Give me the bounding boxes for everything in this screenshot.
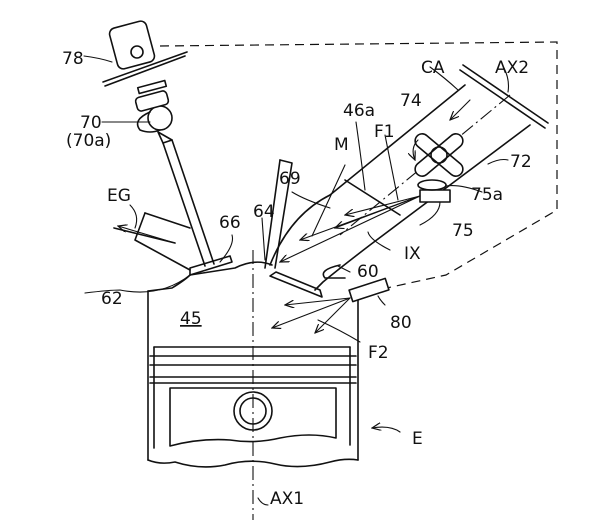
- label-62: 62: [101, 289, 123, 309]
- label-78: 78: [62, 49, 84, 69]
- label-70: 70: [80, 113, 102, 133]
- label-f1: F1: [374, 122, 395, 142]
- chamber-roof: [189, 261, 273, 276]
- label-ix: IX: [404, 244, 421, 264]
- intake-valve: [264, 159, 323, 298]
- exhaust-port: [113, 212, 191, 271]
- spark-plug: [322, 264, 346, 279]
- injector-75: [280, 179, 451, 262]
- label-64: 64: [253, 202, 275, 222]
- swirl-valve: [412, 133, 464, 177]
- label-69: 69: [279, 169, 301, 189]
- label-80: 80: [390, 313, 412, 333]
- exhaust-cam-actuator: [102, 20, 188, 144]
- label-m: M: [334, 135, 349, 155]
- piston: [149, 346, 357, 449]
- exhaust-valve: [162, 139, 234, 276]
- label-70a: (70a): [66, 131, 111, 151]
- leader-lines: [83, 55, 510, 506]
- label-ca: CA: [421, 58, 445, 78]
- label-f2: F2: [368, 343, 389, 363]
- dashed-region-outline: [159, 41, 558, 296]
- label-e: E: [412, 429, 423, 449]
- injector-80: [272, 277, 390, 333]
- label-46a: 46a: [343, 101, 375, 121]
- label-ax2: AX2: [495, 58, 529, 78]
- label-60: 60: [357, 262, 379, 282]
- label-72: 72: [510, 152, 532, 172]
- label-74: 74: [400, 91, 422, 111]
- reference-labels: 78 70 (70a) EG 66 64 69 M 46a F1 74 CA A…: [62, 49, 532, 509]
- label-eg: EG: [107, 186, 131, 206]
- label-ax1: AX1: [270, 489, 304, 509]
- label-75: 75: [452, 221, 474, 241]
- label-75a: 75a: [471, 185, 503, 205]
- label-66: 66: [219, 213, 241, 233]
- port-injector: [339, 64, 549, 236]
- label-45: 45: [180, 309, 202, 329]
